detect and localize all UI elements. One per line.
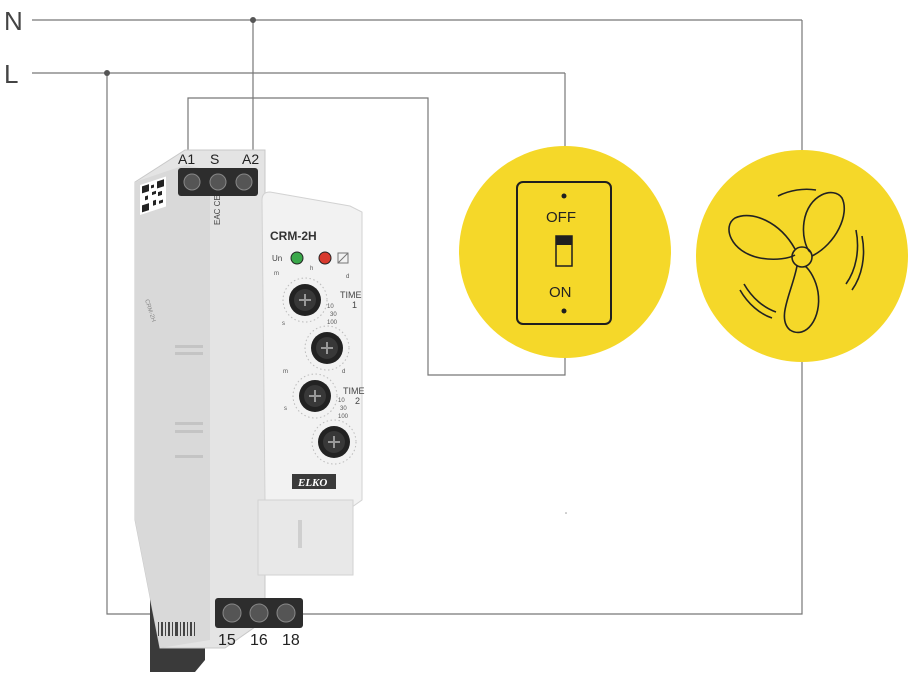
- time2-scale-30: 30: [340, 406, 347, 412]
- cert-marks: EAC CE: [213, 195, 222, 225]
- relay-coil-icon: [337, 252, 349, 264]
- relay-led: [318, 251, 332, 265]
- terminal-15-label: 15: [218, 632, 236, 649]
- switch-circle: [459, 146, 671, 358]
- switch-toggle-lever: [556, 236, 572, 245]
- switch-plate: [516, 181, 612, 325]
- time1-scale-100: 100: [327, 320, 338, 326]
- relay-front-ledge: [257, 499, 354, 576]
- unit-mark-m-1: m: [274, 271, 279, 277]
- wiring: [32, 17, 803, 615]
- fan: [696, 150, 908, 362]
- time1-fine-dial[interactable]: [304, 325, 350, 371]
- brand-badge: [292, 474, 336, 489]
- unit-mark-s-2: s: [284, 406, 287, 412]
- unit-mark-d-1: d: [346, 274, 349, 280]
- terminal-a1-label: A1: [178, 151, 195, 167]
- time2-index: 2: [355, 396, 360, 406]
- switch-top-screw: [561, 193, 567, 199]
- terminal-a2-screw: [235, 173, 253, 191]
- brand-label: ELKO: [297, 477, 327, 489]
- time1-scale-10: 10: [327, 304, 334, 310]
- fan-icon: [728, 188, 865, 334]
- terminal-16-label: 16: [250, 632, 268, 649]
- barcode: [158, 622, 195, 636]
- unit-mark-m-2: m: [283, 369, 288, 375]
- stray-dot: [565, 512, 567, 514]
- terminal-15-screw: [222, 603, 242, 623]
- indicator-un-label: Un: [272, 254, 282, 263]
- qr-code: [140, 176, 166, 215]
- live-label: L: [4, 59, 18, 89]
- relay-front-slot: [298, 520, 302, 548]
- unit-mark-h-1: h: [310, 266, 313, 272]
- relay-side-panel: [135, 165, 210, 648]
- time2-range-dial[interactable]: [292, 373, 338, 419]
- time2-scale-100: 100: [338, 414, 349, 420]
- 18-to-fan-wire: [300, 360, 803, 615]
- light-switch: OFF ON: [459, 146, 671, 358]
- timer-relay: CRM-2H EAC CE A1 S A2 CRM-2H Un m h d s …: [134, 149, 365, 672]
- model-label: CRM-2H: [270, 229, 317, 243]
- unit-mark-s-1: s: [282, 321, 285, 327]
- live-junction: [104, 70, 110, 76]
- unit-mark-d-2: d: [342, 369, 345, 375]
- neutral-junction: [250, 17, 256, 23]
- switch-on-label: ON: [549, 284, 572, 301]
- a1-to-switch-wire: [187, 97, 566, 376]
- neutral-label: N: [4, 6, 23, 36]
- terminal-16-screw: [249, 603, 269, 623]
- time2-fine-dial[interactable]: [311, 419, 357, 465]
- side-label-print: [175, 345, 203, 458]
- switch-bottom-screw: [561, 308, 567, 314]
- terminal-18-screw: [276, 603, 296, 623]
- time2-scale-10: 10: [338, 398, 345, 404]
- terminal-a2-label: A2: [242, 151, 259, 167]
- terminal-a1-screw: [183, 173, 201, 191]
- time1-range-dial[interactable]: [282, 277, 328, 323]
- switch-off-label: OFF: [546, 209, 576, 226]
- time1-index: 1: [352, 300, 357, 310]
- time1-scale-30: 30: [330, 312, 337, 318]
- time1-label: TIME: [340, 290, 362, 300]
- terminal-s-label: S: [210, 151, 219, 167]
- terminal-18-label: 18: [282, 632, 300, 649]
- fan-circle: [696, 150, 908, 362]
- power-led: [290, 251, 304, 265]
- time2-label: TIME: [343, 386, 365, 396]
- terminal-s-screw: [209, 173, 227, 191]
